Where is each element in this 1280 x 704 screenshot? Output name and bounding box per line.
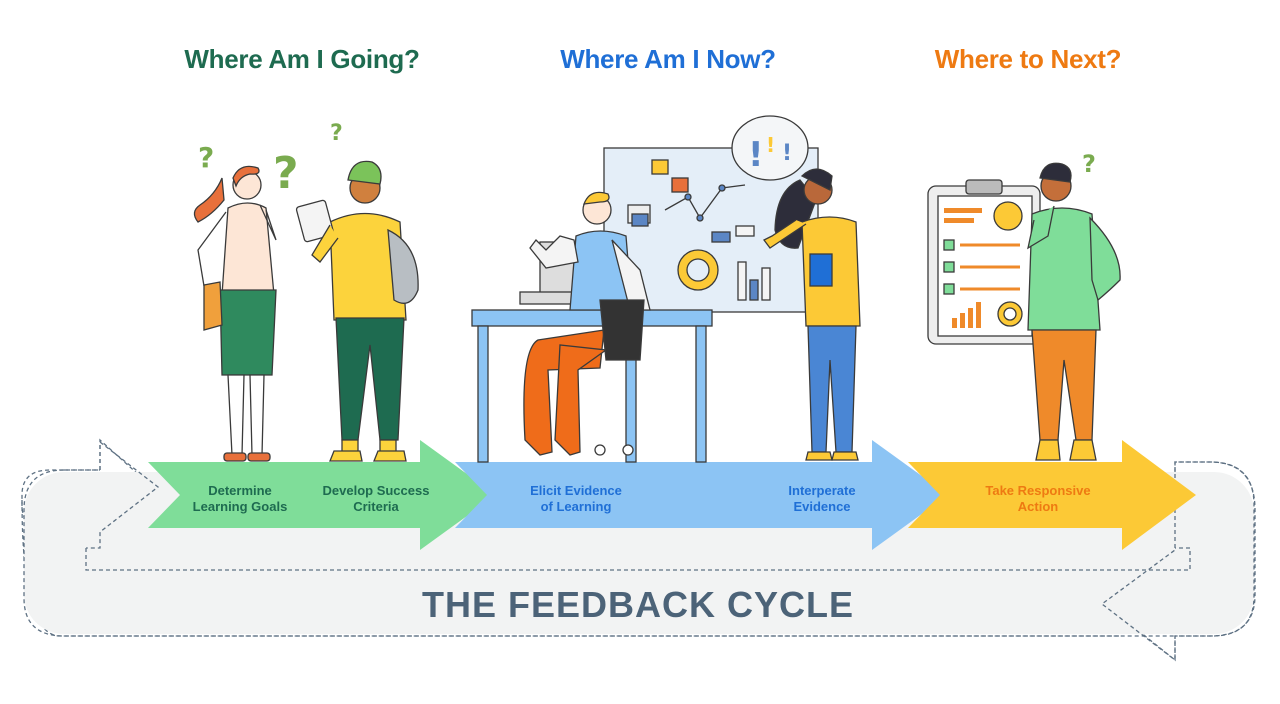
question-mark-icon: ? ? ? [198,121,343,199]
person-man-with-clipboard [295,160,419,462]
step-label-line: Determine [208,483,272,498]
step-label-line: Learning Goals [192,499,288,514]
step-interperate-evidence: Interperate Evidence [747,483,897,515]
step-label-line: Action [1017,499,1059,514]
step-label-line: Take Responsive [985,483,1091,498]
step-label-line: Evidence [793,499,851,514]
svg-text:?: ? [330,121,343,146]
arrow-yellow [908,440,1196,550]
arrow-blue [455,440,948,550]
question-mark-icon: ? [1082,150,1096,178]
step-take-responsive-action: Take Responsive Action [963,483,1113,515]
step-label-line: Elicit Evidence [530,483,622,498]
heading-where-to-next: Where to Next? [934,44,1122,74]
cycle-dashes [23,440,1255,662]
step-elicit-evidence: Elicit Evidence of Learning [501,483,651,515]
step-label-line: Develop Success [322,483,430,498]
svg-text:?: ? [198,141,214,174]
svg-text:!: ! [766,133,775,157]
person-man-thinking [1027,162,1121,461]
step-label-line: Criteria [353,499,399,514]
heading-where-am-i-going: Where Am I Going? [184,44,420,74]
check-box-icon [943,239,955,295]
svg-text:?: ? [273,148,299,199]
svg-text:!: ! [782,141,792,166]
person-woman-presenting [763,168,861,461]
person-man-seated [523,191,651,456]
clipboard-report [927,179,1041,345]
person-woman-thinking [193,165,277,462]
arrow-green [148,440,496,550]
step-develop-success-criteria: Develop Success Criteria [301,483,451,515]
heading-where-am-i-now: Where Am I Now? [560,44,776,74]
step-determine-learning-goals: Determine Learning Goals [165,483,315,515]
step-label-line: of Learning [540,499,612,514]
cycle-title: THE FEEDBACK CYCLE [421,584,855,625]
svg-text:!: ! [748,135,764,175]
step-label-line: Interperate [788,483,856,498]
exclamation-bubble-icon: ! ! ! [731,115,809,181]
